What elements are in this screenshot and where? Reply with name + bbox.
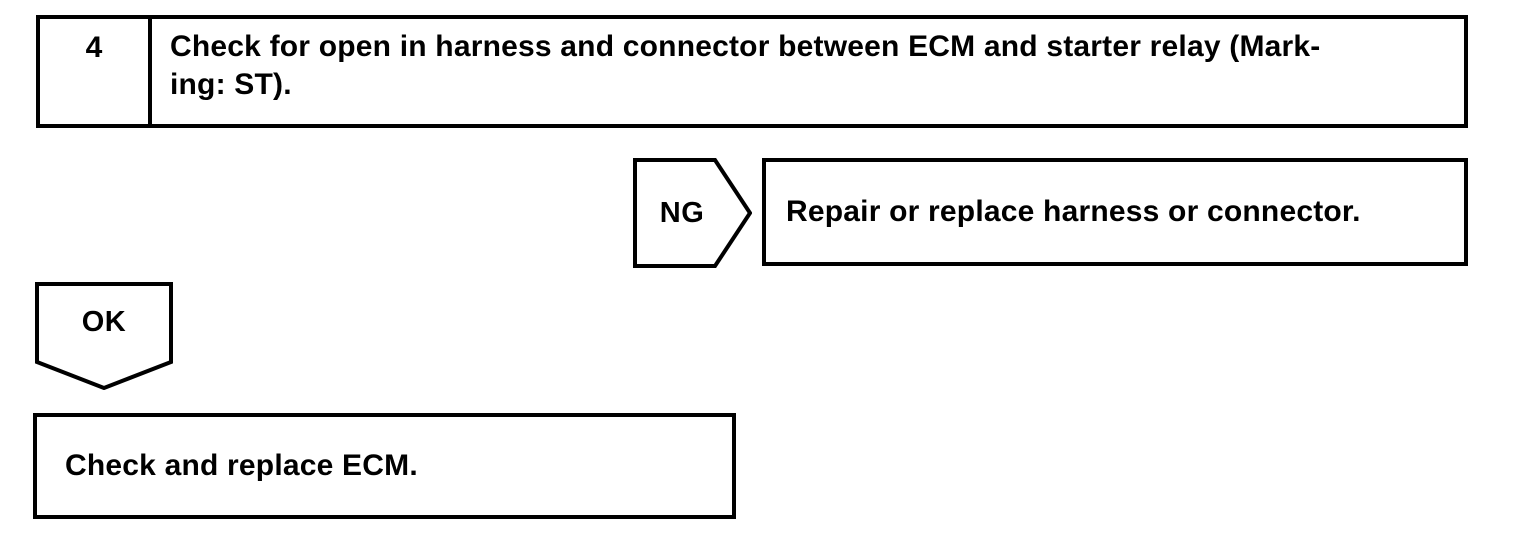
step-instruction-line1: Check for open in harness and connector … [170, 30, 1321, 63]
ok-action-box: Check and replace ECM. [33, 413, 736, 519]
ok-action-text: Check and replace ECM. [65, 449, 418, 482]
step-instruction: Check for open in harness and connector … [152, 19, 1464, 124]
ok-arrow-shape-icon [35, 282, 173, 390]
ok-label: OK [81, 305, 127, 338]
step-box: 4 Check for open in harness and connecto… [36, 15, 1468, 128]
ng-label: NG [659, 196, 705, 229]
step-number: 4 [40, 19, 152, 124]
ng-arrow-shape-icon [633, 158, 752, 268]
ng-action-box: Repair or replace harness or connector. [762, 158, 1468, 266]
ng-connector: NG [633, 158, 752, 268]
ok-connector: OK [35, 282, 173, 390]
step-instruction-line2: ing: ST). [170, 68, 292, 101]
ng-action-text: Repair or replace harness or connector. [786, 195, 1361, 228]
